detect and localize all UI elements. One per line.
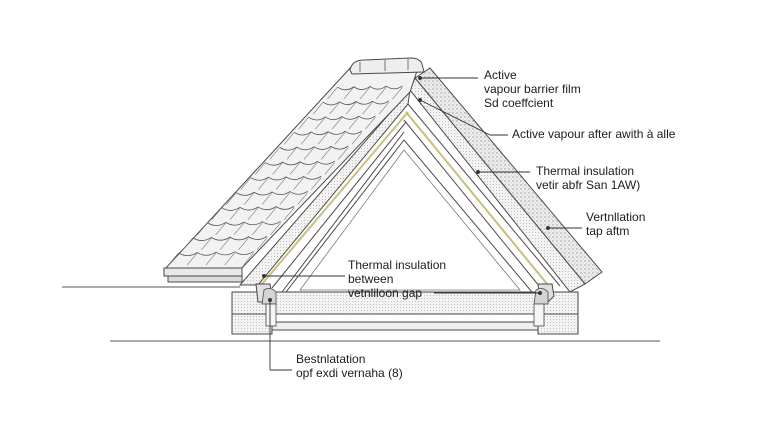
tile-row xyxy=(236,190,308,196)
tile-seam xyxy=(329,101,340,115)
tile-seam xyxy=(362,101,373,115)
tile-seam xyxy=(168,252,179,266)
tile-row xyxy=(322,100,390,106)
tile-row xyxy=(279,145,349,151)
tile-seam xyxy=(348,117,359,130)
tile-seam xyxy=(343,86,354,100)
tile-seam xyxy=(312,101,324,115)
tile-seam xyxy=(279,192,291,205)
tile-seam xyxy=(345,101,357,115)
ridge-cap xyxy=(349,57,425,75)
label-active-vapour-barrier: Active vapour barrier film Sd coeffcient xyxy=(484,68,581,110)
tile-seam xyxy=(315,117,326,130)
leader-lines xyxy=(262,76,582,371)
label-ventilation-right: Vertnllation tap aftm xyxy=(586,210,646,238)
tile-seam xyxy=(327,86,338,100)
tile-seam xyxy=(229,207,241,220)
tile-seam xyxy=(392,86,403,100)
tile-seam xyxy=(201,237,212,251)
tile-seam xyxy=(359,86,371,100)
tile-seam xyxy=(334,132,346,145)
tile-seam xyxy=(275,177,287,190)
tile-seam xyxy=(261,192,273,205)
label-bottom: Bestnlatation opf exdi vernaha (8) xyxy=(296,352,403,380)
tile-seam xyxy=(255,162,266,175)
tile-seam xyxy=(272,162,283,175)
tile-seam xyxy=(270,222,281,235)
tile-seam xyxy=(233,222,245,235)
tile-seam xyxy=(243,192,255,205)
tile-seam xyxy=(187,252,198,266)
tile-seam xyxy=(215,222,226,235)
tile-seam xyxy=(307,162,318,175)
tile-row xyxy=(308,115,376,121)
tile-seam xyxy=(376,86,387,100)
tile-seam xyxy=(247,207,259,220)
tile-row xyxy=(221,205,295,211)
tile-seam xyxy=(252,222,263,235)
label-active-vapour: Active vapour after awith à alle xyxy=(512,127,676,141)
tile-seam xyxy=(258,177,269,190)
tile-row xyxy=(250,175,322,181)
tile-seam xyxy=(211,207,223,220)
tile-seam xyxy=(224,252,235,266)
tile-row xyxy=(192,236,268,241)
tile-seam xyxy=(283,207,295,220)
tile-seam xyxy=(205,252,217,266)
tile-seam xyxy=(365,117,376,130)
tile-seam xyxy=(331,117,343,130)
tile-seam xyxy=(297,192,308,205)
tile-row xyxy=(293,130,363,136)
tile-seam xyxy=(303,147,315,160)
tile-seam xyxy=(283,132,295,145)
tile-seam xyxy=(219,237,231,251)
tile-row xyxy=(337,85,403,91)
tile-seam xyxy=(240,177,251,190)
tile-seam xyxy=(300,132,312,145)
tile-seam xyxy=(324,162,335,175)
tile-seam xyxy=(298,117,309,130)
tile-seam xyxy=(289,162,301,175)
tile-seam xyxy=(265,207,277,220)
tile-seam xyxy=(286,147,298,160)
label-thermal-insulation-center: Thermal insulation between vetnliloon ga… xyxy=(348,258,447,300)
tile-seam xyxy=(293,177,304,190)
foundation-beam xyxy=(231,283,579,335)
tile-row xyxy=(178,251,254,257)
tile-seam xyxy=(243,252,254,266)
tile-row xyxy=(207,220,281,226)
tile-seam xyxy=(226,192,237,205)
tile-seam xyxy=(311,177,322,190)
tile-seam xyxy=(317,132,329,145)
tile-seam xyxy=(338,147,349,160)
tile-seam xyxy=(182,237,194,251)
tile-seam xyxy=(378,101,390,115)
label-thermal-insulation-right: Thermal insulation vetir abfr San 1AW) xyxy=(536,164,641,192)
tile-seam xyxy=(197,222,208,235)
tile-seam xyxy=(320,147,332,160)
tile-seam xyxy=(256,237,268,251)
tile-seam xyxy=(269,147,280,160)
tile-seam xyxy=(238,237,249,251)
tile-seam xyxy=(351,132,363,145)
tile-row xyxy=(265,160,335,166)
